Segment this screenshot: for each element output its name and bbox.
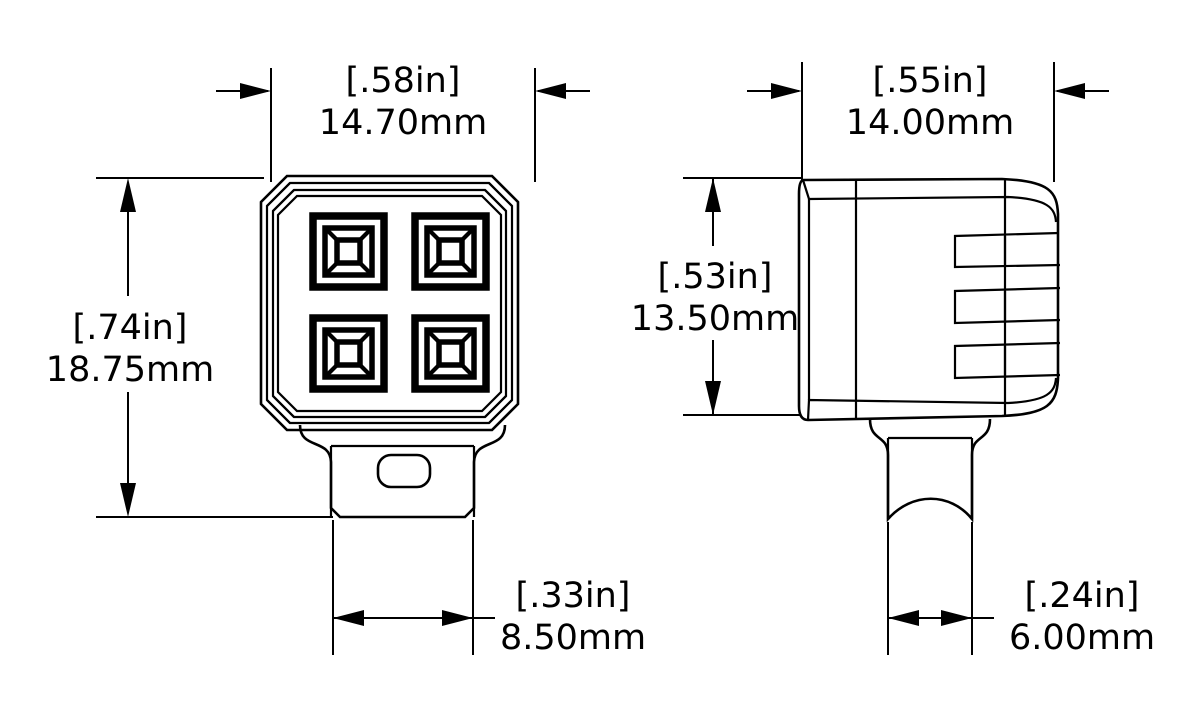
arrow-head-bottom <box>705 381 721 415</box>
dim-text-inch: [.58in] <box>346 61 461 101</box>
front-inner-face <box>276 194 503 413</box>
led-inner-square <box>322 327 375 380</box>
fin-slot-outline <box>953 286 1061 325</box>
dim-front-height: [.74in] 18.75mm <box>46 177 333 518</box>
dim-text-mm: 6.00mm <box>1009 618 1155 658</box>
led-center-square <box>436 339 465 368</box>
front-corner-chamfer-top-left <box>260 175 295 212</box>
front-stem-outline <box>298 424 507 519</box>
side-body-outline <box>797 177 1060 422</box>
led-center-square <box>436 237 465 266</box>
arrow-head-right <box>535 83 566 99</box>
front-corner-chamfer-top-right <box>484 175 519 212</box>
side-front-face-bottom-bevel <box>806 377 1058 421</box>
dim-text-inch: [.53in] <box>658 257 773 297</box>
arrow-head-right <box>442 610 473 626</box>
led-outer-ring <box>411 314 490 393</box>
front-body-inner-outline <box>271 188 508 419</box>
arrow-head-right <box>1054 83 1085 99</box>
arrow-head-top <box>705 178 721 212</box>
arrow-head-right <box>941 610 972 626</box>
front-view <box>259 174 520 519</box>
led-top-right <box>411 212 490 291</box>
led-center-square <box>334 237 363 266</box>
fin-bottom <box>953 341 1061 380</box>
dim-text-mm: 18.75mm <box>46 350 214 390</box>
led-outer-ring <box>411 212 490 291</box>
led-center-square <box>334 339 363 368</box>
dim-front-stem-width: [.33in] 8.50mm <box>332 520 646 658</box>
arrow-head-bottom <box>120 483 136 517</box>
side-front-face-top-bevel <box>801 179 1058 223</box>
side-view <box>797 177 1061 523</box>
fin-middle <box>953 286 1061 325</box>
side-stem-outline <box>868 418 992 523</box>
arrow-head-left <box>888 610 919 626</box>
fin-slot-outline <box>953 341 1061 380</box>
led-pyramid-diagonals <box>425 226 476 277</box>
led-pyramid-diagonals <box>425 328 476 379</box>
led-bottom-right <box>411 314 490 393</box>
fin-slot-outline <box>953 231 1061 269</box>
front-corner-chamfer-bottom-left <box>260 395 295 431</box>
led-inner-square <box>322 225 375 278</box>
dim-text-mm: 13.50mm <box>631 299 799 339</box>
dim-text-inch: [.74in] <box>73 308 188 348</box>
arrow-head-left <box>771 83 802 99</box>
dim-text-mm: 14.70mm <box>319 103 487 143</box>
led-outer-ring <box>309 212 388 291</box>
led-pyramid-diagonals <box>323 328 374 379</box>
arrow-head-left <box>333 610 364 626</box>
dim-text-inch: [.55in] <box>873 61 988 101</box>
dim-side-stem-width: [.24in] 6.00mm <box>887 522 1155 658</box>
led-bottom-left <box>309 314 388 393</box>
fin-top <box>953 231 1061 269</box>
dim-text-inch: [.24in] <box>1025 576 1140 616</box>
led-pyramid-diagonals <box>323 226 374 277</box>
arrow-head-left <box>240 83 271 99</box>
front-stem-oval-slot <box>376 453 432 489</box>
front-corner-chamfer-bottom-right <box>484 395 519 431</box>
dim-front-width: [.58in] 14.70mm <box>216 61 590 182</box>
led-top-left <box>309 212 388 291</box>
dim-side-width: [.55in] 14.00mm <box>747 61 1109 182</box>
led-inner-square <box>424 327 477 380</box>
dim-text-mm: 8.50mm <box>500 618 646 658</box>
arrow-head-top <box>120 178 136 212</box>
dim-text-mm: 14.00mm <box>846 103 1014 143</box>
dim-text-inch: [.33in] <box>516 576 631 616</box>
led-outer-ring <box>309 314 388 393</box>
dim-side-height: [.53in] 13.50mm <box>631 177 802 416</box>
led-inner-square <box>424 225 477 278</box>
